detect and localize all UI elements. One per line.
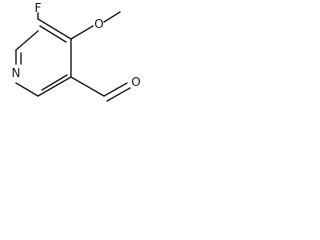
bond-c5-c6 <box>15 30 39 51</box>
pyridine-ring <box>15 18 72 97</box>
bond-c-o-aldehyde <box>103 82 128 97</box>
bond-n1-c2 <box>15 82 39 97</box>
bond-c4-c5-inner <box>39 25 67 43</box>
atom-label-ring-nitrogen: N <box>12 66 21 80</box>
bond-c3-cho <box>70 76 105 97</box>
bond-c4-c5 <box>37 18 72 40</box>
bond-c2-c3 <box>37 76 72 97</box>
chemical-structure: F O N O <box>12 1 141 102</box>
bond-o-ch3 <box>103 11 121 23</box>
bond-c2-c3-inner <box>41 74 68 91</box>
bond-c-o-aldehyde-inner <box>106 87 131 102</box>
atom-label-aldehyde-oxygen: O <box>131 75 140 89</box>
atom-label-fluorine: F <box>35 1 42 15</box>
bond-c4-o-methoxy <box>70 25 94 40</box>
atom-label-methoxy-oxygen: O <box>94 17 103 31</box>
